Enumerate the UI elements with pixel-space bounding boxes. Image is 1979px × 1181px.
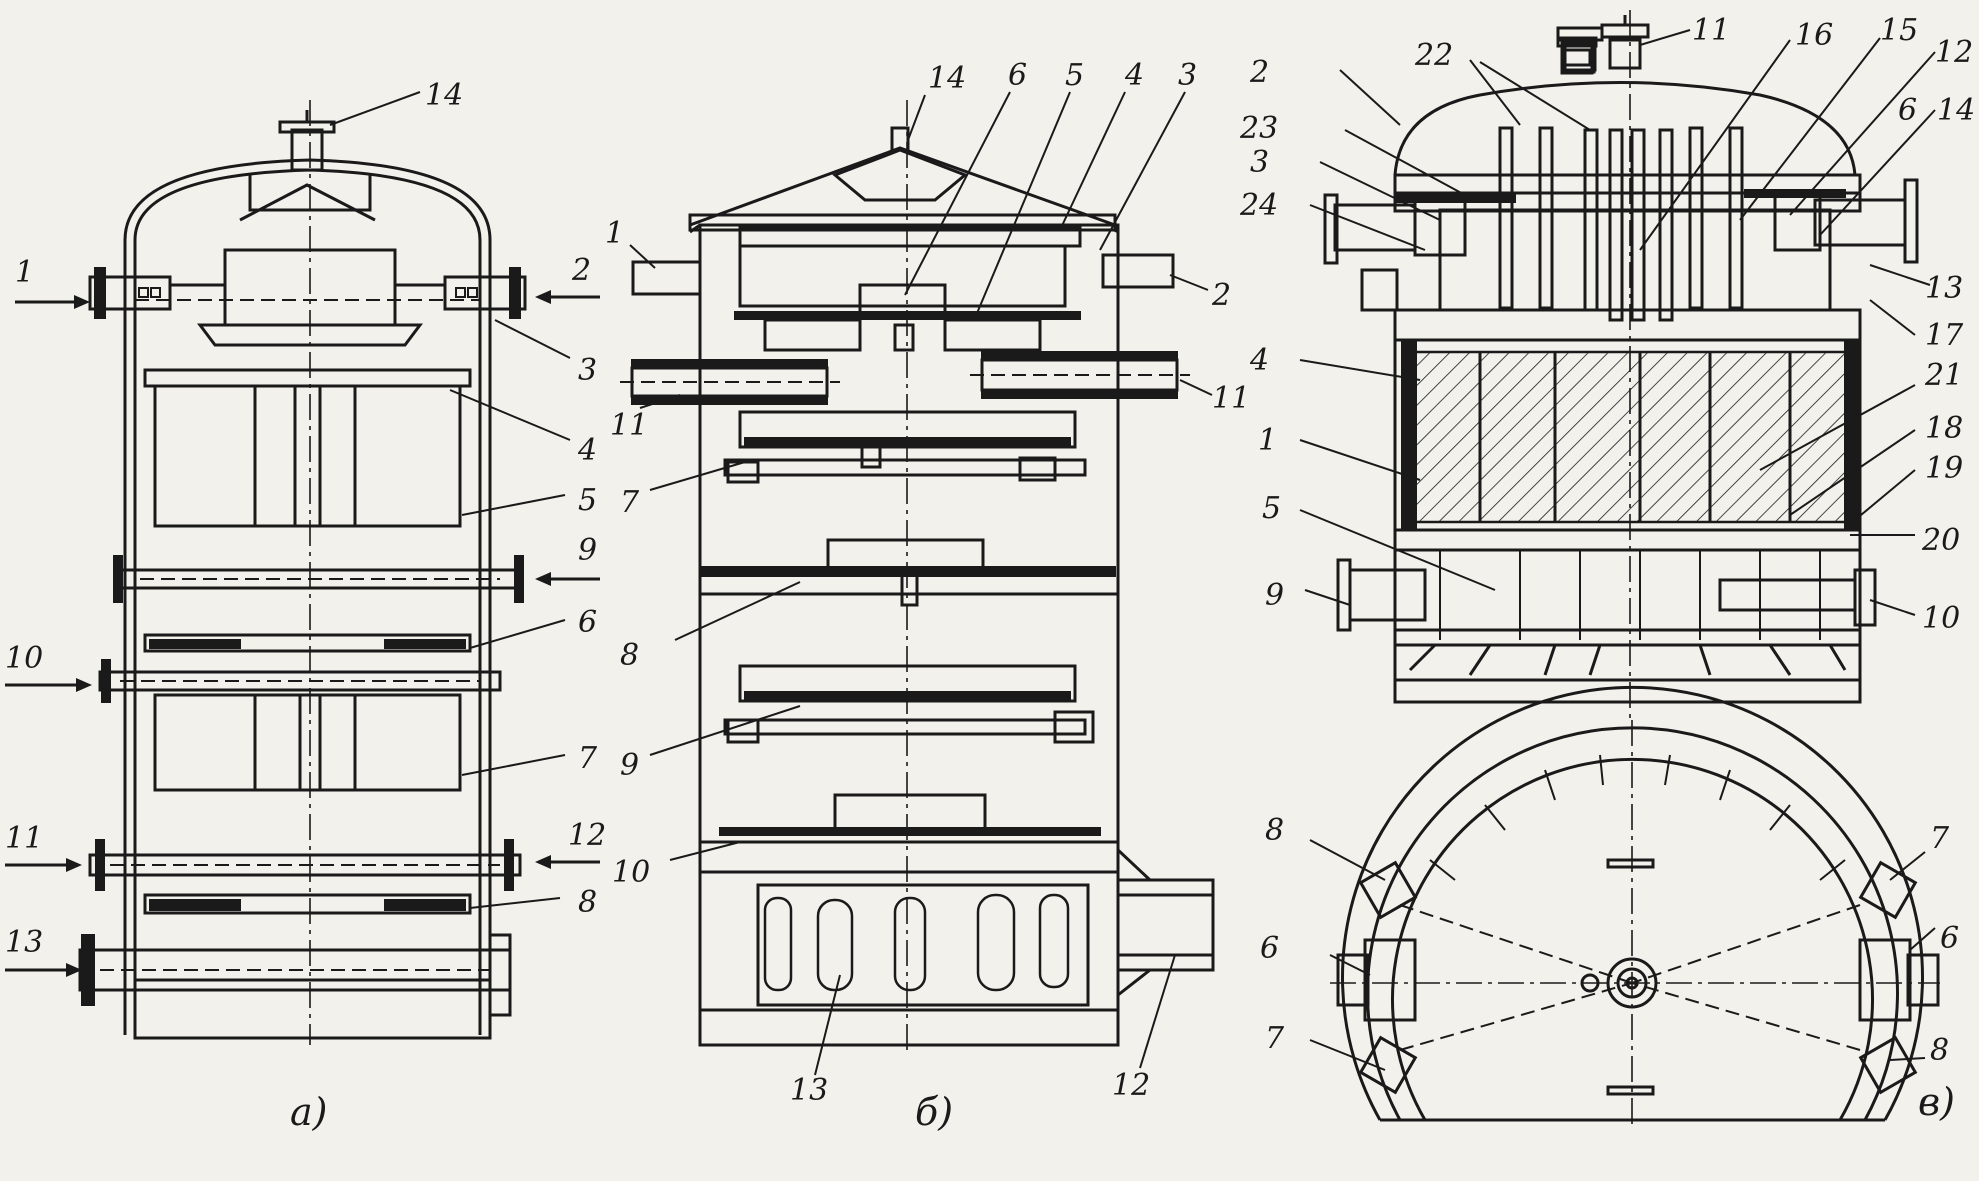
label-c-3: 3	[1250, 145, 1269, 180]
label-c-18: 18	[1925, 411, 1963, 446]
label-b-5: 5	[1065, 58, 1084, 93]
label-c-16: 16	[1795, 18, 1833, 53]
flow-arrow-1	[15, 295, 90, 309]
label-a-11: 11	[5, 821, 43, 856]
figure-c-plan: 6 6 7 7 8 8 в)	[1260, 685, 1959, 1130]
label-c-24: 24	[1239, 188, 1278, 223]
caption-a: а)	[290, 1090, 327, 1134]
label-b-9: 9	[620, 748, 639, 783]
label-c-23: 23	[1239, 111, 1278, 146]
label-plan-8-left: 8	[1265, 813, 1284, 848]
flow-arrow-9	[535, 572, 600, 586]
label-c-1: 1	[1258, 423, 1277, 458]
label-c-4: 4	[1249, 343, 1269, 378]
caption-b: б)	[915, 1090, 953, 1134]
label-a-10: 10	[5, 641, 43, 676]
flow-arrow-10	[5, 678, 92, 692]
label-b-11-left: 11	[610, 408, 648, 443]
flow-arrow-2	[535, 290, 600, 304]
dome-top	[123, 158, 492, 241]
label-c-22: 22	[1414, 38, 1453, 73]
label-a-12: 12	[568, 818, 606, 853]
label-b-13: 13	[790, 1073, 828, 1108]
label-a-6: 6	[578, 605, 597, 640]
plan-outer-ring	[1341, 685, 1924, 1121]
label-a-8: 8	[578, 885, 597, 920]
label-b-2: 2	[1211, 278, 1231, 313]
label-plan-7-right: 7	[1930, 821, 1950, 856]
label-a-7: 7	[578, 741, 598, 776]
label-a-13: 13	[5, 925, 43, 960]
label-b-6: 6	[1008, 58, 1027, 93]
label-c-20: 20	[1921, 523, 1960, 558]
figure-b: 1 2 3 4 5 6 7 8 9 10 11 11 12 13 14 б)	[605, 58, 1250, 1134]
label-c-14: 14	[1937, 93, 1975, 128]
label-a-4: 4	[577, 433, 597, 468]
figure-c-elevation: 1 2 3 4 5 6 9 10 11 12 13 14 15 16 17 18…	[1239, 10, 1975, 720]
label-c-11: 11	[1692, 13, 1730, 48]
label-plan-6-right: 6	[1940, 921, 1959, 956]
label-a-1: 1	[15, 255, 34, 290]
flow-arrow-11	[5, 858, 82, 872]
label-b-3: 3	[1178, 58, 1197, 93]
label-c-21: 21	[1924, 358, 1963, 393]
label-b-7: 7	[620, 485, 640, 520]
label-b-14: 14	[928, 61, 966, 96]
flow-arrow-12	[535, 855, 600, 869]
label-plan-8-right: 8	[1930, 1033, 1949, 1068]
flow-arrow-13	[5, 963, 82, 977]
label-b-12: 12	[1112, 1068, 1150, 1103]
label-c-17: 17	[1925, 318, 1964, 353]
label-a-9: 9	[578, 533, 597, 568]
label-c-9: 9	[1265, 578, 1284, 613]
label-c-10: 10	[1922, 601, 1960, 636]
label-a-14: 14	[425, 78, 463, 113]
label-b-8: 8	[620, 638, 639, 673]
label-plan-6-left: 6	[1260, 931, 1279, 966]
label-c-13: 13	[1925, 271, 1963, 306]
label-c-19: 19	[1925, 451, 1963, 486]
label-a-3: 3	[578, 353, 597, 388]
figure-a: 1 2 3 4 5 6 7 8 9 10 11 12 13 14 а)	[5, 78, 606, 1134]
label-a-2: 2	[571, 253, 591, 288]
label-c-6: 6	[1898, 93, 1917, 128]
label-a-5: 5	[578, 483, 597, 518]
label-plan-7-left: 7	[1265, 1021, 1285, 1056]
label-b-11-right: 11	[1212, 381, 1250, 416]
label-b-4: 4	[1124, 58, 1144, 93]
label-b-10: 10	[612, 855, 650, 890]
caption-c: в)	[1918, 1080, 1955, 1124]
label-c-12: 12	[1935, 35, 1973, 70]
label-c-15: 15	[1880, 13, 1918, 48]
label-b-1: 1	[605, 216, 624, 251]
label-c-5: 5	[1262, 491, 1281, 526]
label-c-2: 2	[1249, 55, 1269, 90]
